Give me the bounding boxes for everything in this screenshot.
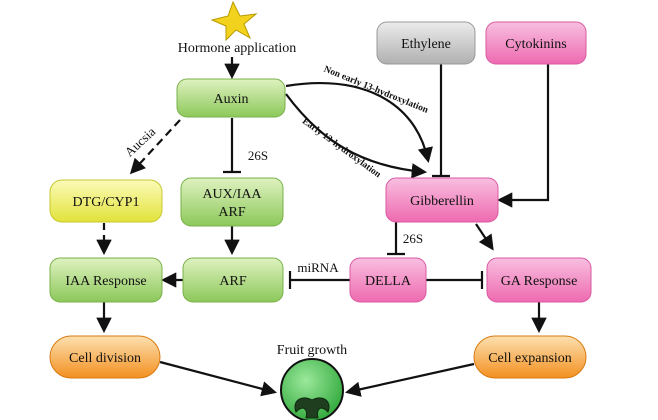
node-dtg-cyp1: DTG/CYP1 <box>49 179 163 223</box>
node-aux-iaa-label: AUX/IAA <box>202 187 262 202</box>
label-mirna: miRNA <box>297 260 339 275</box>
label-gib-26s: 26S <box>403 231 423 246</box>
node-ethylene-label: Ethylene <box>401 37 451 52</box>
node-iaa-response-label: IAA Response <box>65 274 146 289</box>
node-auxin: Auxin <box>176 78 286 118</box>
node-gibberellin-label: Gibberellin <box>410 194 474 209</box>
label-auxin-26s: 26S <box>248 148 268 163</box>
edge-gib-ga <box>475 223 494 251</box>
edge-auxin-dtg <box>129 119 181 175</box>
node-cytokinins-label: Cytokinins <box>505 37 566 52</box>
node-auxin-label: Auxin <box>214 92 249 107</box>
node-della: DELLA <box>349 257 427 303</box>
node-cell-expansion: Cell expansion <box>473 335 587 379</box>
node-arf: ARF <box>182 257 284 303</box>
node-cell-division: Cell division <box>49 335 161 379</box>
hormone-star-icon <box>210 0 258 42</box>
node-ethylene: Ethylene <box>376 21 476 65</box>
label-non-early-hydroxylation: Non early 13-hydroxylation <box>322 65 430 116</box>
fruit-growth-label: Fruit growth <box>277 343 347 358</box>
node-arf-label: ARF <box>219 274 246 289</box>
node-aux-iaa-arf: AUX/IAA ARF <box>180 177 284 227</box>
node-ga-response-label: GA Response <box>501 274 578 289</box>
edge-nonearly-hydroxylation <box>285 82 433 164</box>
node-ga-response: GA Response <box>486 257 592 303</box>
edge-cellexpansion-fruit <box>344 362 475 397</box>
hormone-application-label: Hormone application <box>178 41 297 56</box>
node-aux-iaa-arf-label: ARF <box>218 205 245 220</box>
node-cell-expansion-label: Cell expansion <box>488 351 572 366</box>
node-dtg-cyp1-label: DTG/CYP1 <box>73 195 140 210</box>
edge-early-hydroxylation <box>285 93 428 179</box>
node-cytokinins: Cytokinins <box>485 21 587 65</box>
label-early-hydroxylation: Early 13-hydroxylation <box>300 117 383 181</box>
node-cell-division-label: Cell division <box>69 351 141 366</box>
node-iaa-response: IAA Response <box>49 257 163 303</box>
node-della-label: DELLA <box>365 274 412 289</box>
edge-celldivision-fruit <box>159 360 277 397</box>
edge-cytokinins-gib <box>496 64 550 208</box>
fruit-icon <box>280 358 344 420</box>
node-gibberellin: Gibberellin <box>385 177 499 223</box>
label-aucsia: Aucsia <box>122 124 159 160</box>
